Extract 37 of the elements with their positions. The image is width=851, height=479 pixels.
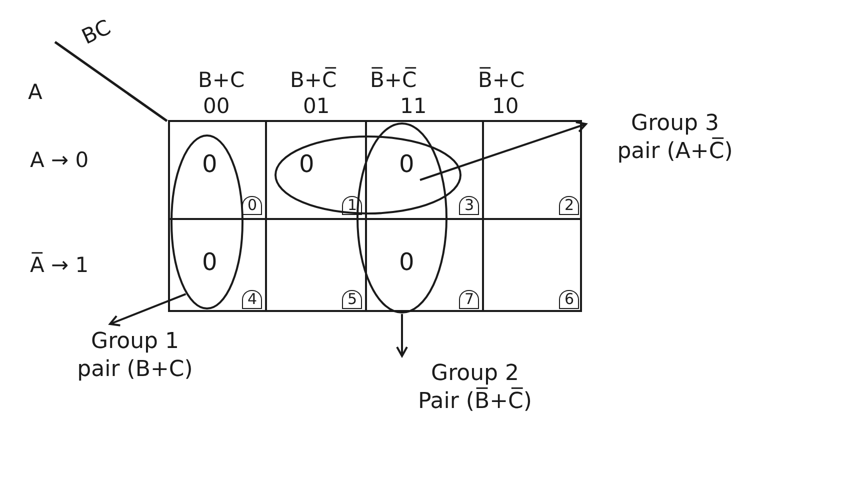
group-loop: [170, 134, 244, 310]
cell-value: 0: [202, 152, 218, 176]
leader-arrow: [109, 293, 186, 326]
row-header: A → 0: [30, 150, 89, 171]
group-label: pair (A+C̅): [616, 138, 734, 165]
cell-value: 0: [399, 250, 414, 274]
variable-label: BC: [78, 16, 114, 48]
group-label: Pair (B̅+C̅): [417, 388, 533, 415]
cell-index: 3: [459, 196, 479, 215]
group-label: Group 2: [430, 360, 520, 387]
cell-value: 0: [299, 152, 314, 176]
cell-index: 0: [242, 196, 262, 215]
karnaugh-map-grid: [168, 120, 582, 312]
leader-arrow: [420, 121, 587, 181]
cell-value: 0: [399, 152, 414, 176]
map-cell: [267, 122, 367, 220]
leader-arrow: [396, 314, 408, 357]
column-header: 11: [400, 96, 427, 117]
map-cell: [367, 122, 484, 220]
column-header: 01: [303, 96, 330, 117]
cell-index: 1: [342, 196, 362, 215]
group-loop: [356, 122, 448, 314]
group-label: Group 3: [630, 110, 720, 137]
cell-index: 2: [559, 196, 579, 215]
cell-value: 0: [202, 250, 218, 274]
cell-index: 7: [459, 290, 479, 309]
column-header: B+C: [198, 70, 245, 91]
column-header: 10: [492, 96, 519, 117]
group-label: Group 1: [90, 328, 180, 356]
group-loop: [274, 134, 462, 214]
variable-label: A: [28, 82, 42, 103]
cell-index: 5: [342, 290, 362, 309]
group-label: pair (B+C): [76, 356, 194, 383]
map-cell: [170, 122, 267, 220]
column-header: 00: [203, 96, 230, 117]
cell-index: 4: [242, 290, 262, 309]
cell-index: 6: [559, 290, 579, 309]
